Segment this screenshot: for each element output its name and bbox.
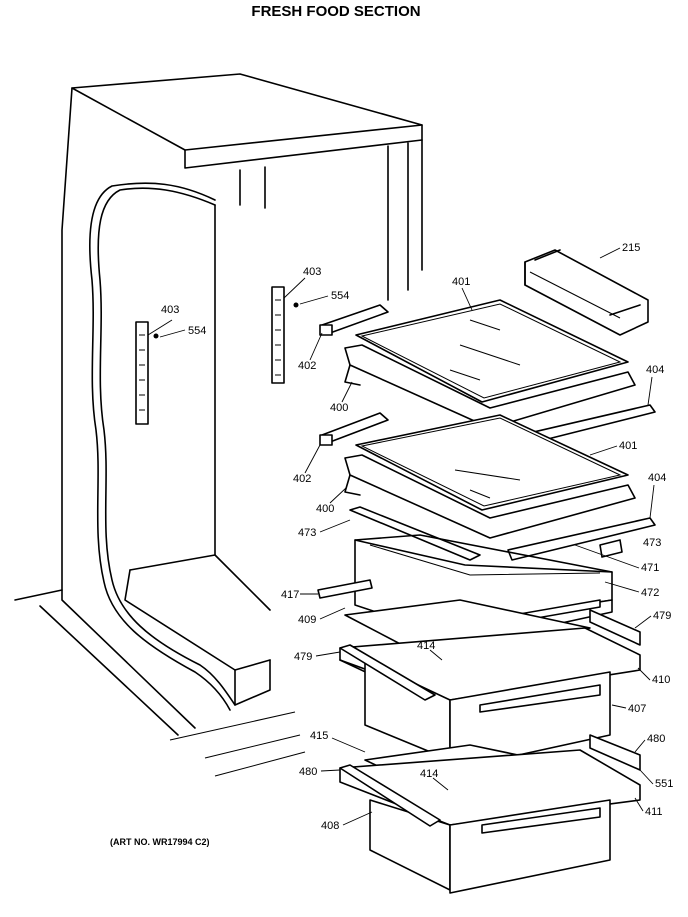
callout-471: 471	[641, 562, 659, 574]
diagram-title: FRESH FOOD SECTION	[251, 3, 420, 20]
callout-408: 408	[321, 820, 339, 832]
callout-402-upper: 402	[298, 360, 316, 372]
callout-472: 472	[641, 587, 659, 599]
art-number: (ART NO. WR17994 C2)	[110, 837, 210, 847]
callout-411: 411	[645, 806, 663, 818]
callout-414-upper: 414	[417, 640, 435, 652]
callout-480-right: 480	[647, 733, 665, 745]
callout-404-upper: 404	[646, 364, 664, 376]
callout-409: 409	[298, 614, 316, 626]
shelf-ladder-right	[271, 277, 329, 384]
callout-473-left: 473	[298, 527, 316, 539]
callout-414-lower: 414	[420, 768, 438, 780]
cabinet-liner	[14, 73, 423, 777]
dairy-bin	[524, 249, 649, 336]
callout-479-right: 479	[653, 610, 671, 622]
callout-410: 410	[652, 674, 670, 686]
callout-417: 417	[281, 589, 299, 601]
callout-554-left: 554	[188, 325, 206, 337]
shelf-ladder-left	[135, 319, 186, 425]
shelf-bracket-lower	[319, 412, 389, 446]
callout-400-lower: 400	[316, 503, 334, 515]
callout-473-right: 473	[643, 537, 661, 549]
callout-407: 407	[628, 703, 646, 715]
callout-415: 415	[310, 730, 328, 742]
callout-215: 215	[622, 242, 640, 254]
callout-554-right: 554	[331, 290, 349, 302]
callout-401-upper: 401	[452, 276, 470, 288]
shelf-middle	[344, 414, 656, 561]
callout-404-lower: 404	[648, 472, 666, 484]
callout-403-right: 403	[303, 266, 321, 278]
callout-401-middle: 401	[619, 440, 637, 452]
crisper-upper	[317, 534, 641, 671]
callout-labels: 215 401 403 554 403 554 402 400 404 401 …	[161, 242, 673, 832]
callout-551: 551	[655, 778, 673, 790]
callout-403-left: 403	[161, 304, 179, 316]
shelf-bracket-upper	[319, 304, 389, 336]
callout-400-upper: 400	[330, 402, 348, 414]
crisper-middle	[339, 627, 641, 771]
callout-402-lower: 402	[293, 473, 311, 485]
callout-480-left: 480	[299, 766, 317, 778]
crisper-lower	[339, 734, 641, 894]
callout-479-left: 479	[294, 651, 312, 663]
